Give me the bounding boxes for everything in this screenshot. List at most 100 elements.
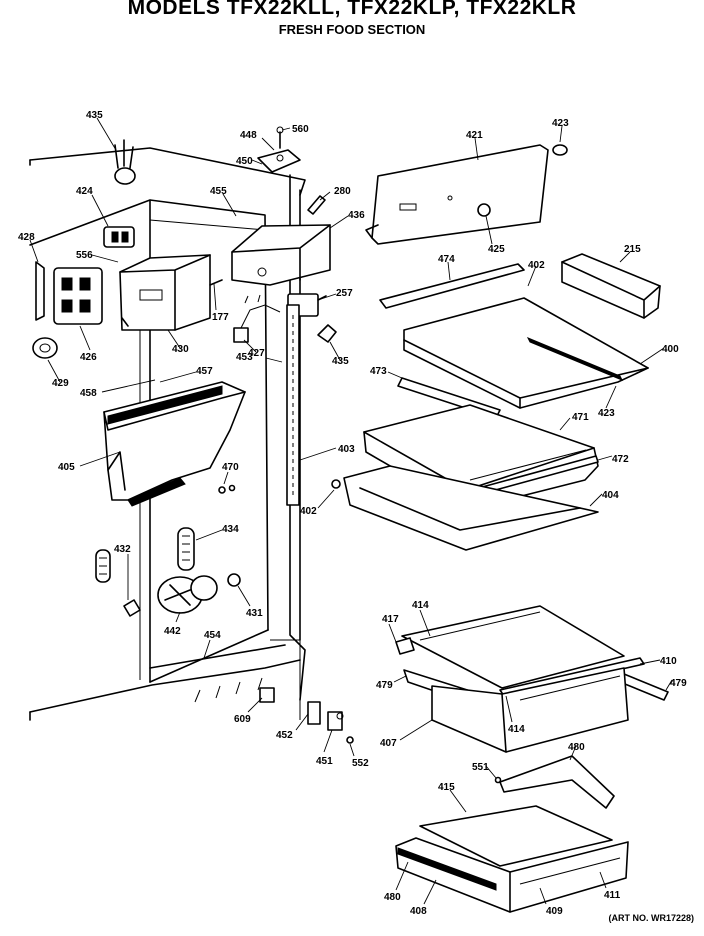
part-551 — [494, 776, 502, 784]
label-452: 452 — [276, 730, 293, 741]
label-426: 426 — [80, 352, 97, 363]
part-442-fan — [157, 575, 218, 614]
part-421-control-panel — [365, 144, 549, 245]
label-429: 429 — [52, 378, 69, 389]
part-470-b — [228, 484, 236, 492]
label-453: 453 — [236, 352, 253, 363]
label-472: 472 — [612, 454, 629, 465]
part-479-slide-right — [619, 673, 669, 701]
part-402-support — [331, 479, 341, 489]
label-421: 421 — [466, 130, 483, 141]
label-479b: 479 — [670, 678, 687, 689]
label-215: 215 — [624, 244, 641, 255]
label-407: 407 — [380, 738, 397, 749]
label-431: 431 — [246, 608, 263, 619]
part-426-housing — [53, 267, 103, 325]
label-458: 458 — [80, 388, 97, 399]
part-451 — [327, 711, 344, 731]
label-448: 448 — [240, 130, 257, 141]
part-609 — [259, 687, 275, 703]
label-400: 400 — [662, 344, 679, 355]
label-432: 432 — [114, 544, 131, 555]
label-411: 411 — [604, 890, 621, 901]
label-451: 451 — [316, 756, 333, 767]
part-labels: 435 448 560 421 423 450 424 455 280 428 … — [18, 110, 687, 917]
label-560: 560 — [292, 124, 309, 135]
label-479: 479 — [376, 680, 393, 691]
label-436: 436 — [348, 210, 365, 221]
part-435-socket-b — [317, 324, 337, 343]
label-473: 473 — [370, 366, 387, 377]
part-417 — [395, 637, 415, 655]
label-404: 404 — [602, 490, 619, 501]
label-414: 414 — [412, 600, 429, 611]
part-431 — [227, 573, 241, 587]
label-424: 424 — [76, 186, 93, 197]
leader-lines — [29, 117, 673, 905]
part-405-cover — [103, 381, 246, 507]
part-552 — [346, 736, 354, 744]
label-455: 455 — [210, 186, 227, 197]
label-480b: 480 — [384, 892, 401, 903]
part-429-knob — [32, 337, 58, 359]
part-414-cover — [401, 605, 625, 689]
label-405: 405 — [58, 462, 75, 473]
part-427-harness — [233, 294, 281, 343]
part-428-bracket — [35, 261, 45, 321]
part-400-shelf — [403, 297, 649, 409]
label-423b: 423 — [598, 408, 615, 419]
art-number: (ART NO. WR17228) — [608, 913, 694, 923]
part-177-screw — [209, 279, 223, 286]
label-435: 435 — [86, 110, 103, 121]
label-417: 417 — [382, 614, 399, 625]
label-410: 410 — [660, 656, 677, 667]
label-471: 471 — [572, 412, 589, 423]
label-257: 257 — [336, 288, 353, 299]
page-subtitle: FRESH FOOD SECTION — [278, 22, 426, 37]
label-425: 425 — [488, 244, 505, 255]
part-415-cover — [419, 805, 613, 867]
label-427: 427 — [248, 348, 265, 359]
part-280 — [307, 195, 326, 215]
part-474-rail — [379, 263, 525, 309]
part-430-control-housing — [119, 254, 211, 331]
label-280: 280 — [334, 186, 351, 197]
part-432-fitting — [123, 599, 141, 617]
part-452 — [307, 701, 321, 725]
label-454: 454 — [204, 630, 221, 641]
label-428: 428 — [18, 232, 35, 243]
part-408-drawer — [395, 837, 629, 913]
label-409: 409 — [546, 906, 563, 917]
part-470-a — [218, 486, 226, 494]
label-457: 457 — [196, 366, 213, 377]
label-403: 403 — [338, 444, 355, 455]
label-442: 442 — [164, 626, 181, 637]
part-407-pan — [431, 667, 629, 753]
part-434-grille — [177, 527, 195, 571]
label-556: 556 — [76, 250, 93, 261]
part-403-ladder — [286, 304, 300, 506]
part-450-damper — [257, 126, 301, 173]
label-414b: 414 — [508, 724, 525, 735]
page-title: MODELS TFX22KLL, TFX22KLP, TFX22KLR — [127, 0, 577, 19]
label-434: 434 — [222, 524, 239, 535]
part-404-cover — [343, 465, 599, 551]
part-215-bin — [561, 253, 661, 319]
part-424-switch — [103, 226, 135, 248]
part-435-socket — [114, 139, 136, 185]
label-450: 450 — [236, 156, 253, 167]
part-432-grille — [95, 549, 111, 583]
label-430: 430 — [172, 344, 189, 355]
label-552: 552 — [352, 758, 369, 769]
label-435b: 435 — [332, 356, 349, 367]
label-480: 480 — [568, 742, 585, 753]
label-402b: 402 — [300, 506, 317, 517]
label-609: 609 — [234, 714, 251, 725]
label-474: 474 — [438, 254, 455, 265]
label-551: 551 — [472, 762, 489, 773]
part-436-duct — [231, 224, 331, 286]
label-177: 177 — [212, 312, 229, 323]
label-408: 408 — [410, 906, 427, 917]
